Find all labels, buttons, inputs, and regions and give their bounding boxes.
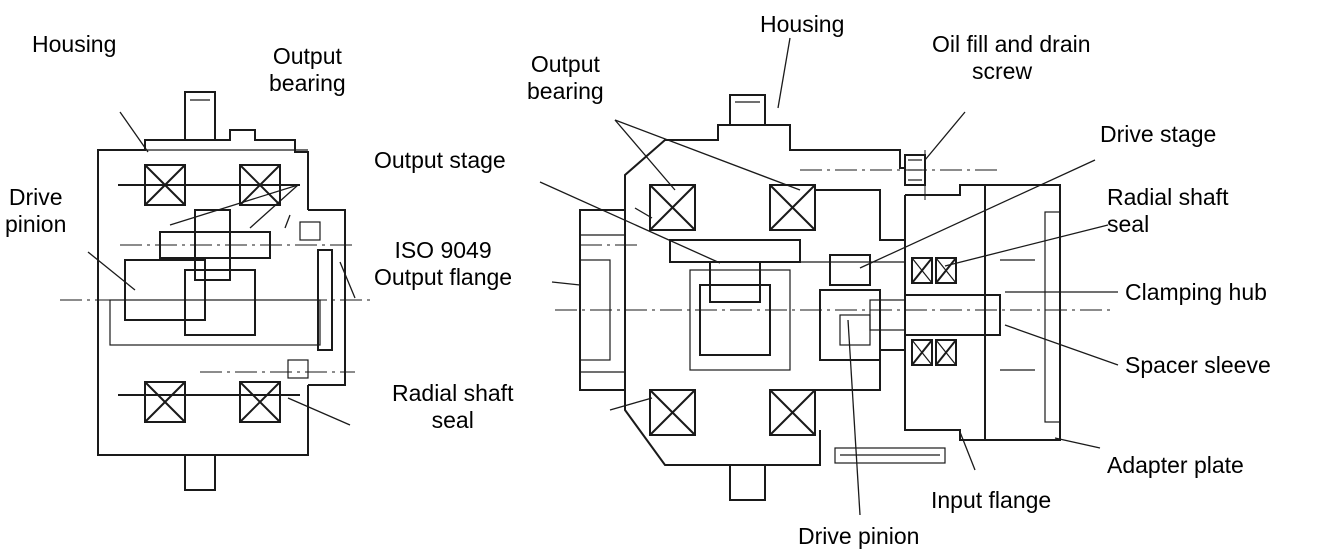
label-oil-line1: Oil fill and drain [932,31,1091,57]
label-oil-line2: screw [972,58,1033,84]
left-section-view [60,91,370,491]
label-output-bearing-left-line2: bearing [269,70,346,96]
label-radial-seal-left-line2: seal [431,407,474,433]
label-iso-line2: Output flange [374,264,513,290]
label-iso-output-flange: ISO 9049 Output flange [374,237,512,291]
right-section-view [555,94,1115,501]
label-housing-top: Housing [760,11,845,37]
label-output-bearing-right-line1: Output [530,51,600,77]
label-drive-pinion-left-line2: pinion [5,211,67,237]
label-spacer-sleeve: Spacer sleeve [1125,352,1271,378]
label-output-stage: Output stage [374,147,506,173]
label-drive-pinion-bottom: Drive pinion [798,523,920,549]
label-clamping-hub: Clamping hub [1125,279,1267,305]
label-input-flange: Input flange [931,487,1052,513]
label-drive-pinion-left-line1: Drive [8,184,63,210]
label-housing-left: Housing [32,31,117,57]
label-iso-line1: ISO 9049 [394,237,492,263]
label-radial-seal-left-line1: Radial shaft [392,380,514,406]
label-output-bearing-right-line2: bearing [527,78,604,104]
label-output-bearing-left-line1: Output [272,43,342,69]
label-radial-seal-right-line2: seal [1107,211,1150,237]
label-adapter-plate: Adapter plate [1107,452,1244,478]
label-radial-shaft-seal-left: Radial shaft seal [392,380,513,434]
label-drive-pinion-left: Drive pinion [5,184,66,238]
label-output-bearing-left: Output bearing [269,43,346,97]
leader-lines [87,37,1119,516]
label-output-bearing-right: Output bearing [527,51,604,105]
label-radial-seal-right-line1: Radial shaft [1107,184,1229,210]
label-oil-fill-drain-screw: Oil fill and drain screw [932,31,1091,85]
label-radial-shaft-seal-right: Radial shaft seal [1107,184,1228,238]
label-drive-stage: Drive stage [1100,121,1217,147]
